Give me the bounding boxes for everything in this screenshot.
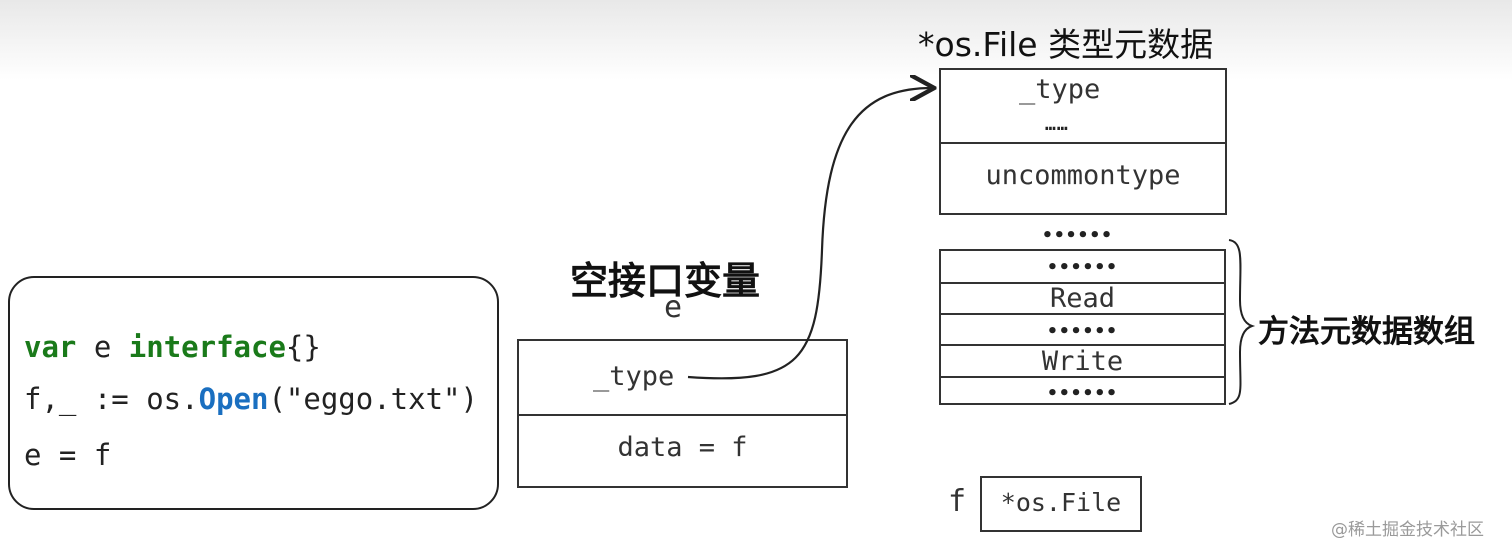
iface-title: 空接口变量 [570,259,761,303]
type-meta-title: *os.File 类型元数据 [918,25,1214,64]
method-row: •••••• [1046,257,1119,278]
file-var-name: f [948,484,967,519]
type-pointer-arrow [687,88,932,380]
type-meta-ellipsis: …… [1045,114,1069,135]
iface-row-data: data = f [519,414,846,488]
method-row: •••••• [941,313,1224,344]
code-line-1: var e interface{} [24,330,321,364]
uncommontype-label: uncommontype [985,160,1181,191]
method-array-box: •••••• Read •••••• Write •••••• [939,249,1226,405]
method-row: •••••• [941,376,1224,405]
write-method-label: Write [1041,346,1124,377]
code-box: var e interface{} f,_ := os.Open("eggo.t… [8,276,499,510]
method-row-write: Write [941,344,1224,377]
iface-var-name: e [664,290,683,325]
type-meta-type-label: _type [1019,74,1101,105]
type-meta-box: _type …… uncommontype [939,68,1227,215]
watermark: @稀土掘金技术社区 [1331,520,1484,540]
method-array-label: 方法元数据数组 [1258,314,1475,350]
iface-type-label: _type [593,361,675,392]
type-meta-row-type: _type …… [941,70,1225,142]
iface-data-label: data = f [617,432,748,463]
file-var-value: *os.File [1000,488,1122,517]
top-fade [0,0,1512,80]
code-line-3: e = f [24,438,112,472]
read-method-label: Read [1049,283,1116,314]
type-meta-row-uncommon: uncommontype [941,142,1225,215]
iface-row-type: _type [519,341,846,414]
file-var-box: *os.File [980,476,1142,532]
iface-box: _type data = f [517,339,848,488]
method-array-brace [1228,239,1256,405]
code-line-2: f,_ := os.Open("eggo.txt") [24,382,478,416]
gap-dots: •••••• [1042,225,1114,246]
method-row-read: Read [941,282,1224,314]
